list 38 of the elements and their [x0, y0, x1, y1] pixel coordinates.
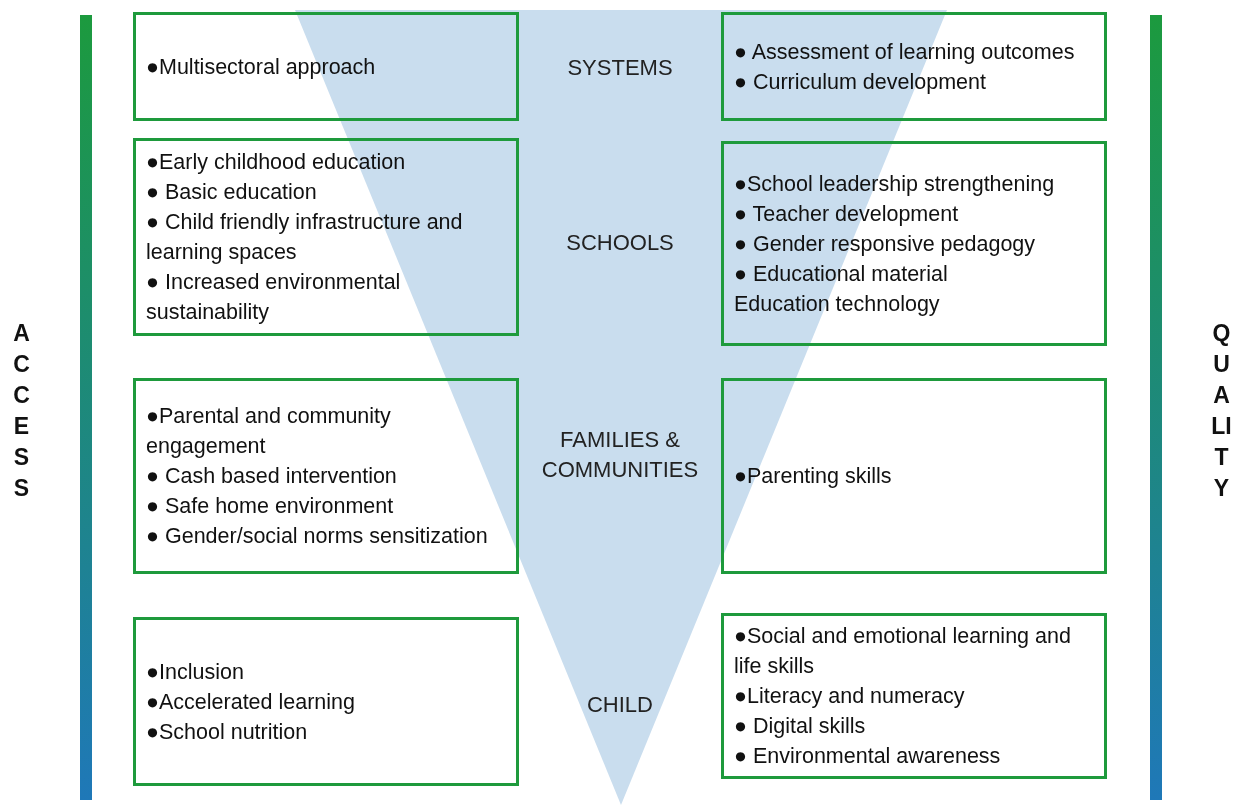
list-item: ● Assessment of learning outcomes: [734, 38, 1076, 66]
list-item: ●Inclusion: [146, 658, 245, 686]
list-item: ● Child friendly infrastructure and learning spaces: [146, 209, 464, 266]
text-box: [133, 12, 519, 121]
list-item: ●School nutrition: [146, 718, 309, 746]
text-box: [133, 617, 519, 786]
text-box: [721, 613, 1107, 779]
list-item: ●Accelerated learning: [146, 688, 356, 716]
text-box: [721, 378, 1107, 574]
text-box: [721, 141, 1107, 346]
list-item: ● Safe home environment: [146, 493, 395, 520]
list-item: ●Literacy and numeracy: [734, 683, 966, 710]
level-label: SCHOOLS: [565, 229, 675, 257]
list-item: ● Environmental awareness: [734, 743, 1002, 770]
list-item: ● Educational material: [734, 260, 949, 288]
side-heading: ACCESS: [12, 319, 31, 503]
level-label: SYSTEMS: [566, 54, 674, 82]
side-heading: QUALITY: [1210, 319, 1233, 503]
level-label: FAMILIES & COMMUNITIES: [541, 426, 699, 484]
list-item: ● Increased environmental sustainability: [146, 269, 402, 326]
text-box: [133, 138, 519, 336]
list-item: ●Multisectoral approach: [146, 53, 377, 81]
list-item: ● Cash based intervention: [146, 463, 398, 490]
list-item: ● Basic education: [146, 179, 318, 206]
list-item: ● Gender responsive pedagogy: [734, 230, 1037, 258]
list-item: ● Digital skills: [734, 713, 867, 740]
level-label: CHILD: [586, 691, 654, 719]
list-item: ●School leadership strengthening: [734, 170, 1056, 198]
list-item: ●Social and emotional learning and life skills: [734, 623, 1072, 680]
list-item: ● Curriculum development: [734, 68, 987, 96]
text-box: [133, 378, 519, 574]
list-item: ● Gender/social norms sensitization: [146, 523, 489, 550]
list-item: Education technology: [734, 290, 941, 318]
list-item: ●Parenting skills: [734, 463, 893, 490]
list-item: ● Teacher development: [734, 200, 960, 228]
list-item: ●Early childhood education: [146, 149, 407, 176]
list-item: ●Parental and community engagement: [146, 403, 392, 460]
text-box: [721, 12, 1107, 121]
